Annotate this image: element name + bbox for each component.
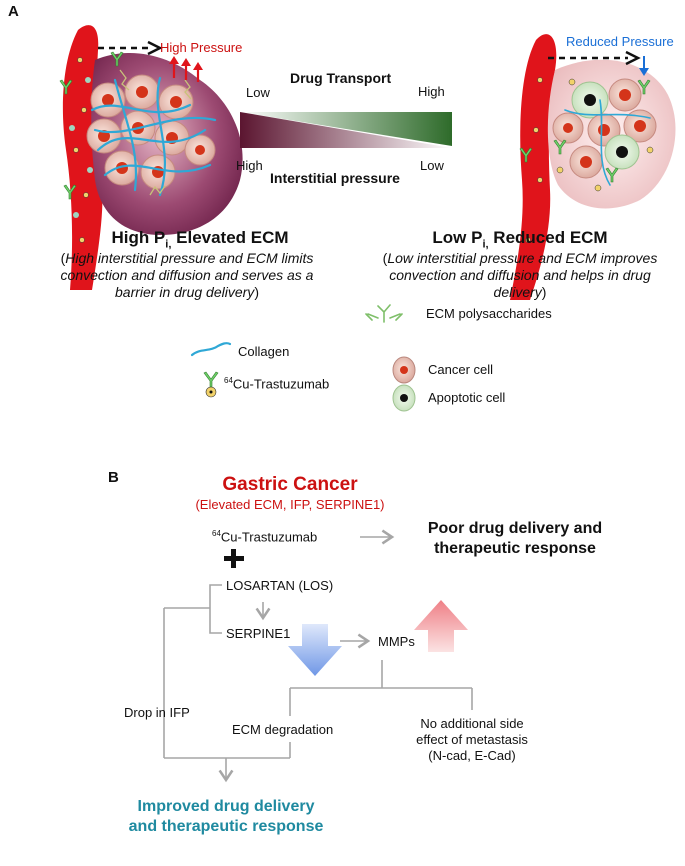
mmps-label: MMPs (378, 634, 415, 649)
drop-ifp-label: Drop in IFP (124, 705, 190, 720)
right-description: (Low interstitial pressure and ECM impro… (382, 250, 658, 300)
left-description: (High interstitial pressure and ECM limi… (60, 250, 314, 300)
serpine-down-arrow (288, 624, 342, 676)
legend-collagen-label: Collagen (238, 344, 290, 359)
transport-high-label: High (418, 84, 445, 99)
drug-transport-wedge (240, 112, 452, 146)
poor-outcome-text: Poor drug delivery and therapeutic respo… (427, 520, 603, 557)
gastric-cancer-title: Gastric Cancer (222, 474, 358, 495)
improved-outcome-text: Improved drug delivery and therapeutic r… (128, 798, 324, 835)
serpine1-label: SERPINE1 (226, 626, 291, 641)
right-cells (552, 78, 657, 179)
right-tumor-scene (510, 34, 676, 301)
right-heading: Low Pi, Reduced ECM (432, 228, 608, 251)
legend-cancer-cell-label: Cancer cell (428, 362, 494, 377)
left-collagen (90, 76, 217, 197)
legend-ecm-label: ECM polysaccharides (426, 306, 552, 321)
plus-sign (224, 549, 244, 568)
legend-apoptotic-cell-label: Apoptotic cell (428, 390, 506, 405)
interstitial-pressure-wedge (240, 112, 452, 148)
reduced-pressure-label: Reduced Pressure (566, 34, 674, 49)
panel-b-label: B (108, 469, 119, 486)
gradient-wedges (240, 112, 452, 148)
interstitial-pressure-label: Interstitial pressure (270, 170, 400, 186)
high-pressure-label: High Pressure (160, 40, 243, 55)
losartan-label: LOSARTAN (LOS) (226, 578, 334, 593)
legend-icons (190, 304, 416, 412)
legend-antibody-icon (203, 371, 219, 398)
ecm-degradation-label: ECM degradation (232, 722, 334, 737)
gastric-cancer-subtitle: (Elevated ECM, IFP, SERPINE1) (195, 497, 385, 512)
trastuzumab-label: 64Cu-Trastuzumab (212, 529, 318, 545)
right-blood-vessel (510, 34, 557, 301)
legend-collagen-icon (190, 342, 232, 357)
legend-cancer-cell-icon (392, 356, 416, 384)
legend-trastuzumab-label: 64Cu-Trastuzumab (224, 376, 330, 392)
pressure-low-label: Low (420, 158, 444, 173)
legend-apoptotic-cell-icon (392, 384, 416, 412)
flowchart-connectors (163, 529, 473, 783)
pressure-high-label: High (236, 158, 263, 173)
mmps-up-arrow (414, 600, 468, 652)
transport-low-label: Low (246, 85, 270, 100)
legend-polysaccharide-icon (365, 304, 403, 323)
reduced-pressure-arrow (639, 56, 649, 76)
left-tumor-scene (59, 25, 243, 291)
high-pressure-arrows (169, 56, 203, 82)
panel-a-label: A (8, 3, 19, 20)
no-side-effect-text: No additional side effect of metastasis … (416, 716, 528, 763)
bracket-los-serpine (209, 584, 222, 634)
drug-transport-label: Drug Transport (290, 70, 392, 86)
left-heading: High Pi, Elevated ECM (111, 228, 289, 251)
